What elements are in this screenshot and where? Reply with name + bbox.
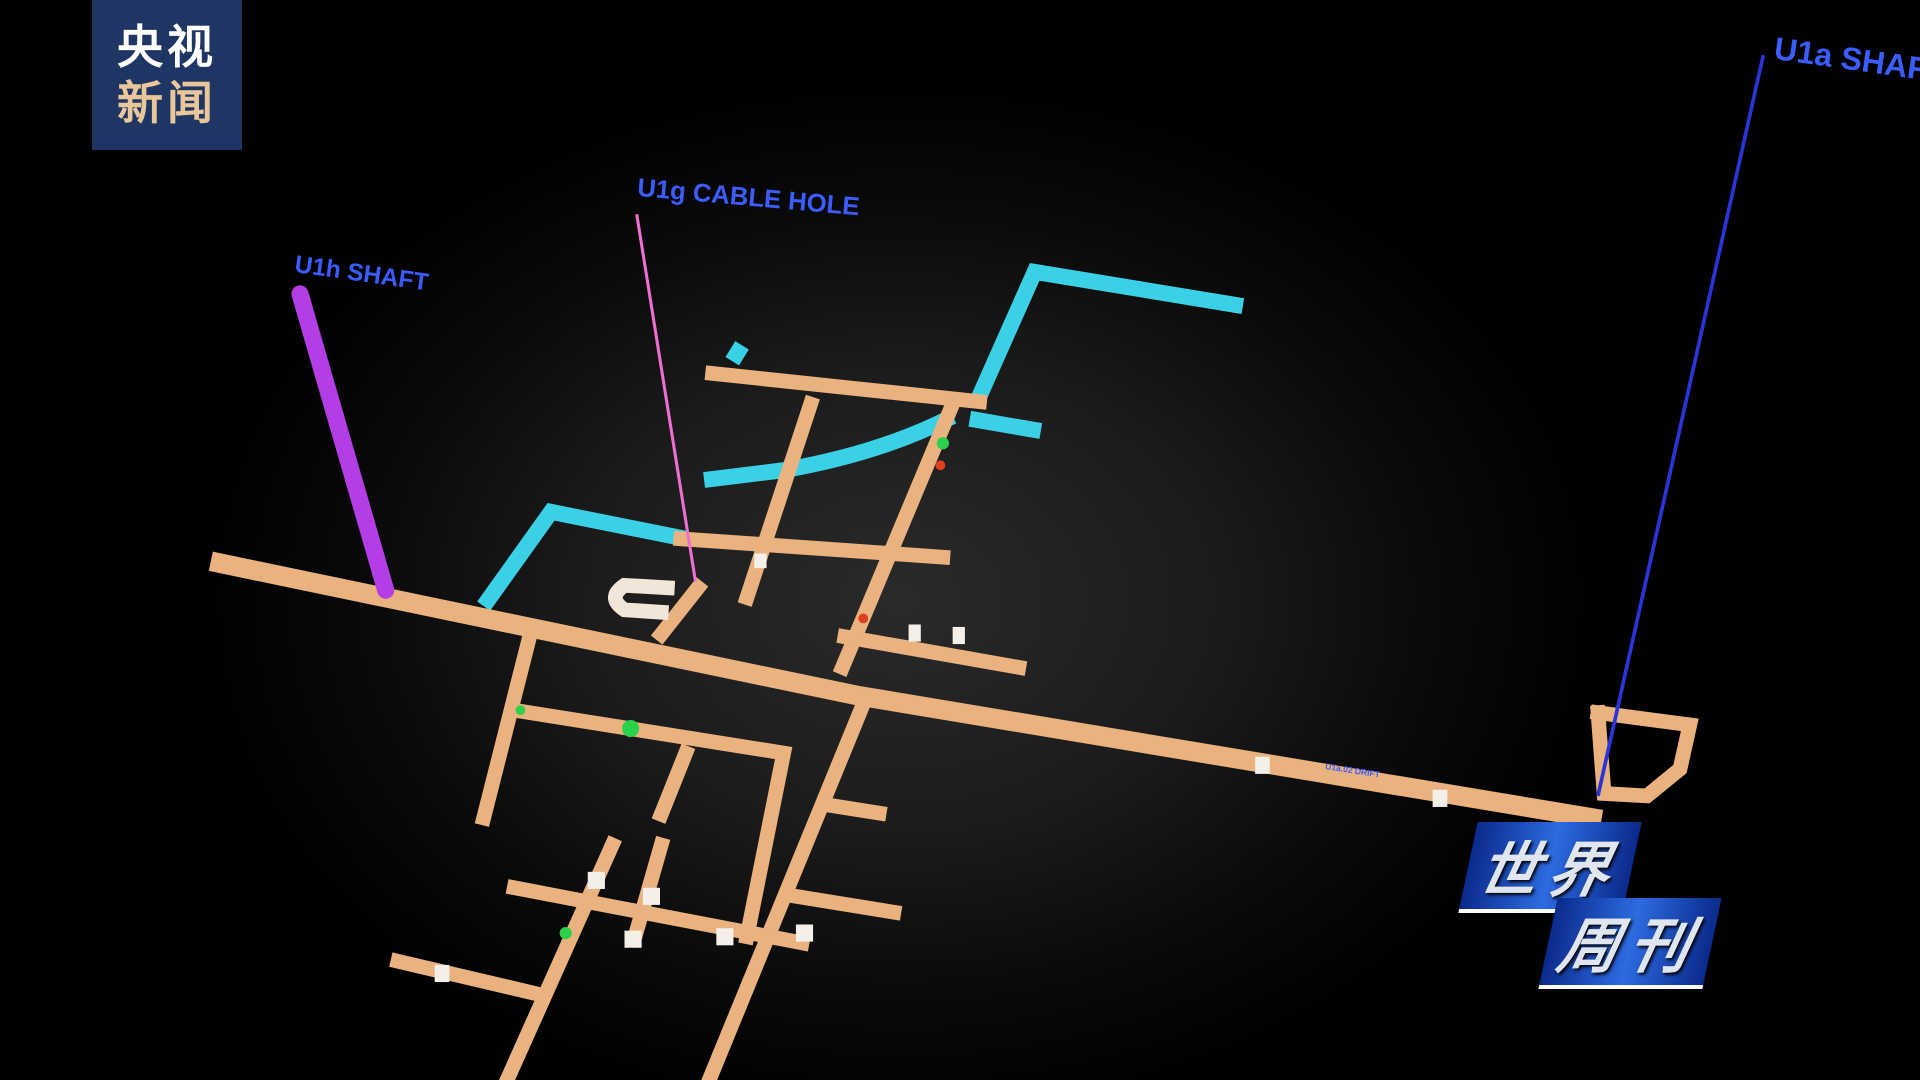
cctv-news-logo: 央视 新闻	[92, 0, 242, 150]
u1g-cable-hole	[635, 214, 698, 582]
program-logo-line-2: 周刊	[1538, 898, 1722, 989]
tunnel	[701, 694, 873, 1080]
tunnel	[389, 952, 548, 1004]
tunnel	[832, 394, 963, 677]
tunnel	[505, 879, 811, 952]
tunnel	[836, 628, 1028, 676]
tunnel	[650, 577, 709, 645]
program-logo: 世界 周刊	[1458, 820, 1738, 989]
cable-tunnel	[477, 503, 688, 611]
cable-tunnel	[968, 262, 1245, 408]
tunnel	[787, 887, 903, 921]
tunnel-loop	[608, 577, 676, 621]
logo-line-2: 新闻	[117, 76, 217, 130]
cable-tunnel	[968, 410, 1043, 439]
tunnel	[474, 630, 538, 827]
u1a-shaft	[1596, 54, 1766, 797]
cable-tunnel	[703, 409, 957, 488]
tunnel	[737, 394, 820, 607]
tunnels	[208, 365, 1699, 1080]
u1a-shaft-label: U1a SHAFT	[1772, 30, 1920, 90]
u1g-cable-hole-label: U1g CABLE HOLE	[636, 174, 860, 221]
tunnel	[672, 530, 951, 565]
cable-tunnel	[725, 341, 749, 366]
tunnel	[1589, 704, 1699, 804]
main-drift	[208, 551, 1604, 830]
u1h-shaft-label: U1h SHAFT	[293, 251, 430, 296]
tunnel	[704, 365, 988, 410]
tunnel	[651, 743, 696, 824]
tunnel	[505, 701, 793, 946]
markers	[434, 437, 1448, 983]
tunnel	[824, 797, 888, 822]
u1h-shaft	[291, 285, 395, 599]
logo-line-1: 央视	[117, 20, 217, 74]
